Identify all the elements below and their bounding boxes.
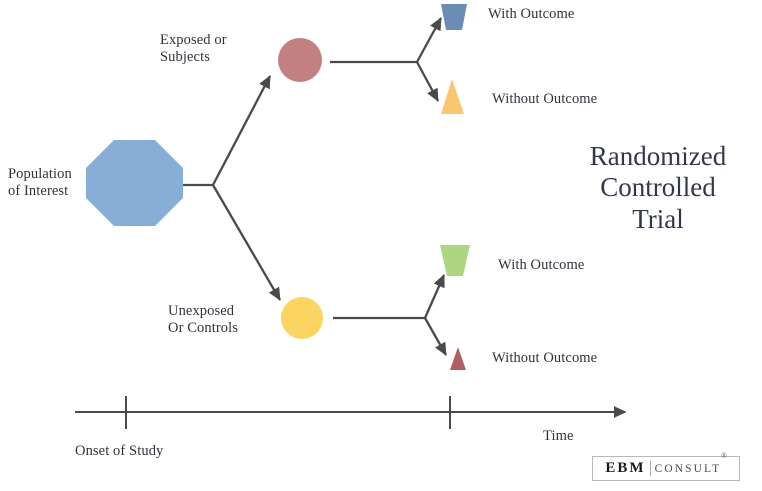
- outcome-label-exposed-with: With Outcome: [488, 6, 575, 22]
- logo-divider: [649, 461, 651, 476]
- population-label: Population of Interest: [8, 166, 72, 200]
- exposed-circle: [278, 38, 322, 82]
- onset-of-study-label: Onset of Study: [75, 443, 164, 459]
- outcome-shape-exposed-with: [441, 4, 467, 30]
- time-label: Time: [543, 428, 574, 444]
- outcome-shape-unexposed-without: [450, 347, 466, 370]
- exposed-label: Exposed or Subjects: [160, 32, 227, 66]
- branch-arrow-exposed: [211, 75, 272, 186]
- logo-secondary-text: CONSULT: [654, 462, 722, 475]
- logo-primary-text: EBM: [605, 460, 646, 476]
- outcome-label-unexposed-without: Without Outcome: [492, 350, 598, 366]
- outcome-label-unexposed-with: With Outcome: [498, 257, 585, 273]
- ebm-consult-logo[interactable]: EBM CONSULT ®: [592, 452, 740, 481]
- branch-arrow-unexposed: [212, 184, 281, 301]
- outcome-shape-exposed-without: [441, 79, 464, 114]
- outcome-label-exposed-without: Without Outcome: [492, 91, 598, 107]
- fork-unexposed-with-outcome: [423, 274, 446, 319]
- diagram-title: Randomized Controlled Trial: [589, 141, 727, 234]
- registered-trademark-icon: ®: [721, 452, 727, 460]
- fork-exposed-with-outcome: [415, 17, 443, 63]
- unexposed-label: Unexposed Or Controls: [168, 303, 238, 337]
- population-octagon: [86, 140, 183, 226]
- outcome-shape-unexposed-with: [440, 245, 470, 276]
- fork-unexposed-without-outcome: [423, 317, 448, 356]
- unexposed-circle: [281, 297, 323, 339]
- fork-exposed-without-outcome: [415, 61, 440, 102]
